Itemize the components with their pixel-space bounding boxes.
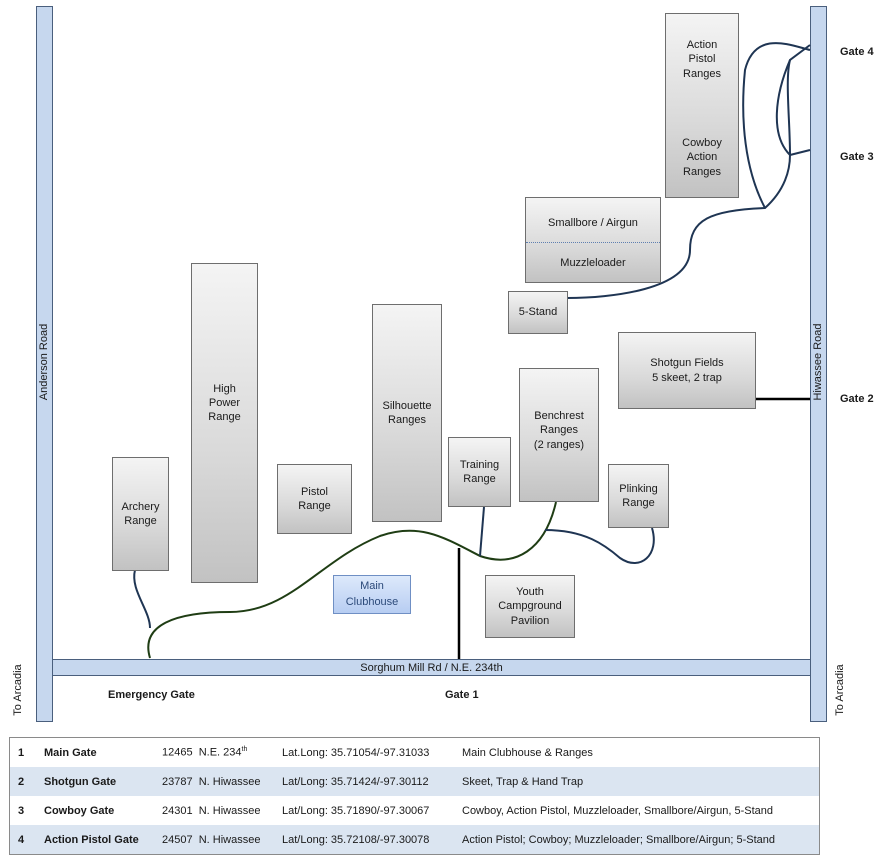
- street-number: 12465: [162, 746, 193, 759]
- silhouette-label: Silhouette Ranges: [382, 399, 432, 426]
- pistol-range: Pistol Range: [277, 464, 352, 534]
- street-name: N. Hiwassee: [198, 775, 261, 788]
- smallbore-muzzleloader-block: Smallbore / Airgun Muzzleloader: [525, 197, 661, 283]
- high-power-label: High Power Range: [208, 382, 241, 424]
- street-name: N. Hiwassee: [198, 804, 261, 817]
- street-name: N. Hiwassee: [198, 833, 261, 846]
- gate-serves: Action Pistol; Cowboy; Muzzleloader; Sma…: [458, 825, 820, 855]
- gate-1-label: Gate 1: [445, 689, 479, 701]
- gate-name: Cowboy Gate: [44, 804, 115, 817]
- plinking-range: Plinking Range: [608, 464, 669, 528]
- cowboy-action-ranges-label: Cowboy Action Ranges: [682, 137, 722, 178]
- gate-3-label: Gate 3: [840, 151, 874, 163]
- table-row: 2 Shotgun Gate 23787 N. Hiwassee Lat/Lon…: [9, 767, 820, 796]
- gate-num: 1: [18, 746, 25, 759]
- main-clubhouse: Main Clubhouse: [333, 575, 411, 614]
- gate-coords: Lat.Long: 35.71054/-97.31033: [282, 746, 430, 759]
- shotgun-line2: 5 skeet, 2 trap: [652, 371, 722, 384]
- gate-coords: Lat/Long: 35.72108/-97.30078: [278, 825, 458, 855]
- shotgun-line1: Shotgun Fields: [650, 357, 724, 370]
- gate-name: Shotgun Gate: [40, 767, 158, 796]
- sorghum-mill-road-label: Sorghum Mill Rd / N.E. 234th: [360, 661, 503, 674]
- sorghum-mill-road: Sorghum Mill Rd / N.E. 234th: [52, 659, 811, 676]
- archery-path: [133, 569, 151, 629]
- youth-pavilion-label: Youth Campground Pavilion: [498, 586, 562, 627]
- gate-serves: Main Clubhouse & Ranges: [462, 746, 593, 759]
- plinking-path: [544, 527, 655, 564]
- five-stand-label: 5-Stand: [518, 306, 558, 319]
- street-number: 24507: [162, 833, 193, 846]
- gate-coords: Lat/Long: 35.71424/-97.30112: [278, 767, 458, 796]
- north-access-path: [566, 44, 811, 299]
- benchrest-line2: (2 ranges): [533, 438, 585, 451]
- archery-label: Archery Range: [121, 500, 160, 527]
- main-range-path: [147, 501, 557, 659]
- gate-serves: Cowboy, Action Pistol, Muzzleloader, Sma…: [462, 804, 774, 817]
- gate-2-label: Gate 2: [840, 393, 874, 405]
- table-row: 3 Cowboy Gate 24301 N. Hiwassee Lat/Long…: [10, 796, 820, 825]
- main-clubhouse-label: Main Clubhouse: [345, 580, 399, 608]
- smallbore-airgun-label: Smallbore / Airgun: [548, 217, 638, 229]
- archery-range: Archery Range: [112, 457, 169, 571]
- hiwassee-road: [810, 6, 827, 722]
- gate-num: 4: [9, 825, 40, 855]
- benchrest-ranges: Benchrest Ranges(2 ranges): [519, 368, 599, 502]
- gate3-link: [789, 149, 811, 156]
- gate-address: 24301 N. Hiwassee: [158, 796, 278, 825]
- smallbore-divider: [526, 242, 660, 243]
- gate-info-table: 1 Main Gate 12465 N.E. 234th Lat.Long: 3…: [9, 737, 820, 855]
- five-stand: 5-Stand: [508, 291, 568, 334]
- plinking-label: Plinking Range: [619, 482, 658, 509]
- street-number: 24301: [162, 804, 193, 817]
- training-path: [479, 506, 485, 557]
- table-row: 4 Action Pistol Gate 24507 N. Hiwassee L…: [9, 825, 820, 855]
- street-suffix: th: [241, 746, 248, 754]
- training-label: Training Range: [459, 458, 500, 485]
- silhouette-ranges: Silhouette Ranges: [372, 304, 442, 522]
- pistol-label: Pistol Range: [298, 485, 331, 512]
- street-number: 23787: [162, 775, 193, 788]
- gate-serves: Skeet, Trap & Hand Trap: [458, 767, 820, 796]
- anderson-road: [36, 6, 53, 722]
- muzzleloader-label: Muzzleloader: [560, 257, 626, 269]
- gate-4-label: Gate 4: [840, 46, 874, 58]
- gate-num: 2: [9, 767, 40, 796]
- emergency-gate-label: Emergency Gate: [108, 689, 195, 701]
- gate4-link: [742, 42, 811, 209]
- training-range: Training Range: [448, 437, 511, 507]
- table-row: 1 Main Gate 12465 N.E. 234th Lat.Long: 3…: [10, 738, 820, 768]
- gate-coords: Lat/Long: 35.71890/-97.30067: [282, 804, 430, 817]
- youth-campground-pavilion: Youth Campground Pavilion: [485, 575, 575, 638]
- gate-address: 23787 N. Hiwassee: [158, 767, 278, 796]
- action-pistol-ranges-label: Action Pistol Ranges: [683, 39, 721, 80]
- benchrest-line1: Benchrest Ranges: [534, 410, 584, 437]
- gate-num: 3: [18, 804, 25, 817]
- action-pistol-cowboy-block: Action Pistol Ranges Cowboy Action Range…: [665, 13, 739, 198]
- gate3-loop: [775, 59, 791, 156]
- gate-name: Action Pistol Gate: [40, 825, 158, 855]
- gate-address: 12465 N.E. 234th: [158, 738, 278, 768]
- gate-name: Main Gate: [44, 746, 97, 759]
- benchrest-label: Benchrest Ranges(2 ranges): [528, 409, 590, 452]
- gate-address: 24507 N. Hiwassee: [158, 825, 278, 855]
- street-name: N.E. 234: [198, 746, 242, 759]
- high-power-range: High Power Range: [191, 263, 258, 583]
